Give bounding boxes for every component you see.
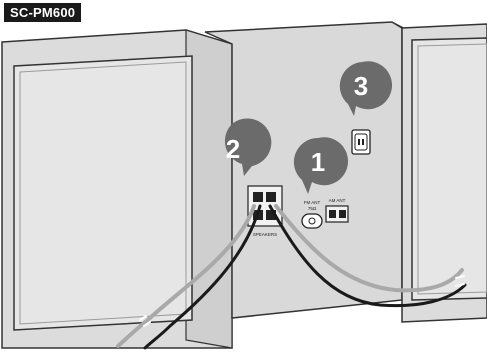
- fm-antenna-socket: FM ANT 75Ω: [301, 200, 323, 229]
- fm-ant-label-line1: FM ANT: [304, 200, 321, 205]
- am-ant-label: AM ANT: [329, 198, 346, 203]
- step-marker-2: 2: [224, 118, 272, 176]
- model-label: SC-PM600: [4, 3, 82, 22]
- speaker-cables: [116, 204, 467, 350]
- left-speaker-grille: [13, 55, 193, 331]
- fm-ant-label-line2: 75Ω: [308, 206, 317, 211]
- right-speaker-grille: [411, 37, 487, 301]
- step-number-1: 1: [311, 147, 325, 177]
- step-number-2: 2: [226, 134, 240, 164]
- step-marker-1: 1: [293, 137, 349, 194]
- step-marker-3: 3: [339, 61, 393, 116]
- step-number-3: 3: [354, 71, 368, 101]
- ac-inlet: [351, 129, 371, 155]
- speaker-terminal-label: SPEAKERS: [253, 232, 277, 237]
- left-speaker: [1, 29, 233, 349]
- am-antenna-terminal: AM ANT: [325, 198, 349, 223]
- right-speaker: [401, 23, 487, 323]
